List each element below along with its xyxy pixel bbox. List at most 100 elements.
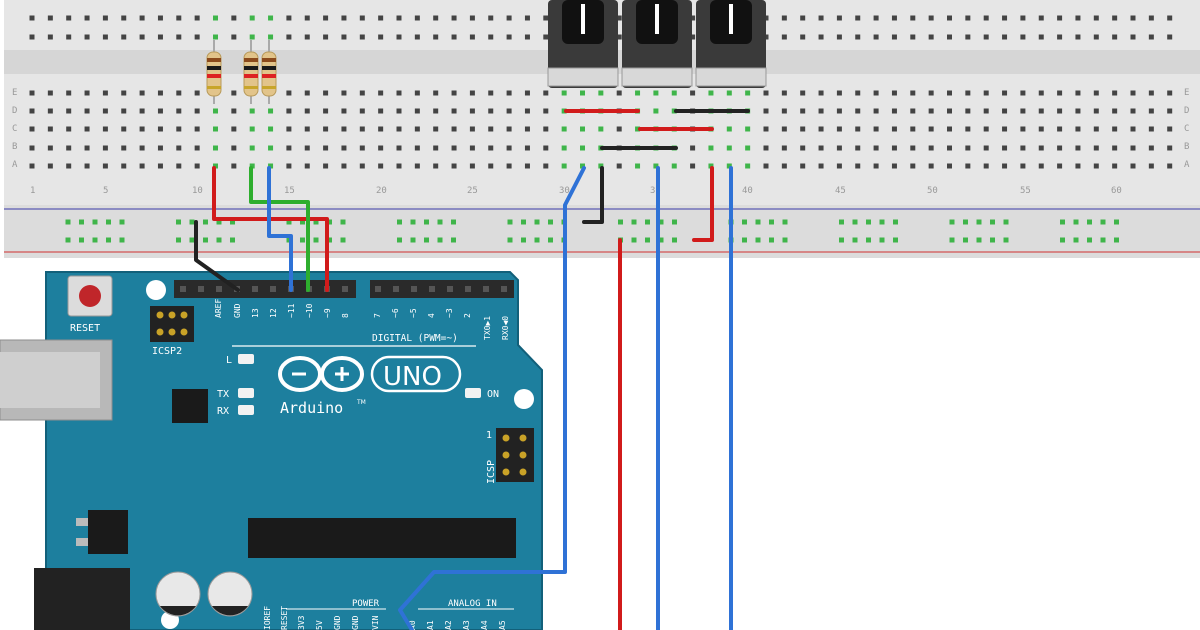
breadboard-hole [176,108,182,114]
breadboard-hole [645,219,650,225]
header-pin-socket [393,286,399,292]
breadboard-hole [249,145,255,151]
breadboard-hole [286,126,292,132]
breadboard-hole [990,219,995,225]
breadboard-hole [891,163,897,169]
logo-uno-frame [370,355,462,393]
breadboard-hole [396,163,402,169]
wire-blue-pin11 [267,166,293,292]
breadboard-hole [230,237,235,243]
breadboard-hole [359,90,365,96]
breadboard-hole [1167,108,1173,114]
breadboard-hole [157,163,163,169]
breadboard-hole [1020,108,1026,114]
breadboard-hole [268,126,274,132]
breadboard-hole [866,237,871,243]
breadboard-hole [524,163,530,169]
breadboard-hole [323,90,329,96]
breadboard-hole [1057,145,1063,151]
breadboard-hole [66,15,72,21]
breadboard-hole [231,90,237,96]
breadboard-hole [1075,108,1081,114]
breadboard-hole [194,90,200,96]
breadboard-hole [983,126,989,132]
breadboard-hole [139,163,145,169]
breadboard-hole [359,15,365,21]
breadboard-hole [891,15,897,21]
breadboard-hole [879,219,885,225]
breadboard-hole [543,145,549,151]
breadboard-column-numbers: 1 5 10 15 20 25 30 35 40 45 50 55 60 [30,186,1122,196]
led-tx [238,388,254,398]
breadboard-hole [451,237,456,243]
breadboard-hole [304,163,310,169]
breadboard-hole [121,163,127,169]
breadboard-hole [268,163,274,169]
breadboard-hole [29,15,35,21]
breadboard-hole [451,163,457,169]
led-rx-label: RX [217,406,229,417]
header-pin-socket [501,286,507,292]
breadboard-hole [690,15,696,21]
breadboard-hole [1075,145,1081,151]
breadboard-hole [891,90,897,96]
breadboard-hole [213,126,218,132]
breadboard-hole [658,237,664,243]
breadboard-hole [433,15,439,21]
pin-label-12: 12 [269,308,278,318]
potentiometer-3 [695,0,767,88]
row-letter-right-b: B [1184,142,1189,152]
breadboard-hole [29,90,35,96]
breadboard-hole [66,163,72,169]
breadboard-hole [286,90,292,96]
breadboard-hole [631,237,637,243]
breadboard-hole [1020,15,1026,21]
breadboard-hole [433,34,439,40]
breadboard-hole [414,163,420,169]
breadboard-hole [47,90,53,96]
row-letter-right-a: A [1184,160,1190,170]
breadboard-hole [359,34,365,40]
breadboard-hole [873,34,879,40]
column-number-1: 1 [30,186,35,196]
led-l-label: L [226,355,232,366]
breadboard-hole [139,145,145,151]
breadboard-hole [359,163,365,169]
breadboard-hole [194,126,200,132]
breadboard-hole [194,15,200,21]
breadboard-hole [66,34,72,40]
mounting-hole [514,389,534,409]
breadboard-hole [304,145,310,151]
breadboard-hole [616,15,622,21]
breadboard-hole [414,34,420,40]
reset-button[interactable] [79,285,101,307]
breadboard-hole [745,126,751,132]
breadboard-hole [506,90,512,96]
breadboard-hole [414,108,420,114]
breadboard-hole [378,126,384,132]
breadboard-hole [313,237,319,243]
resistors [206,40,277,104]
breadboard-hole [1112,15,1118,21]
breadboard-hole [451,108,457,114]
breadboard-hole [631,219,637,225]
breadboard-hole [341,145,347,151]
column-number-35: 35 [650,186,661,196]
breadboard-hole [653,163,659,169]
breadboard-hole [249,34,255,40]
breadboard-hole [359,108,365,114]
breadboard-hole [213,108,218,114]
breadboard-hole [1093,145,1099,151]
power-label: POWER [352,599,380,609]
pin-label-tx0: TX0▶1 [483,316,492,340]
breadboard-hole [433,108,439,114]
breadboard-hole [855,90,861,96]
breadboard-hole [653,108,659,114]
breadboard-hole [1038,145,1044,151]
breadboard-hole [949,219,955,225]
breadboard-hole [690,90,696,96]
breadboard-hole [873,15,879,21]
pin-label-gnd-1: GND [333,615,342,630]
breadboard-hole [818,15,824,21]
breadboard-hole [139,90,145,96]
